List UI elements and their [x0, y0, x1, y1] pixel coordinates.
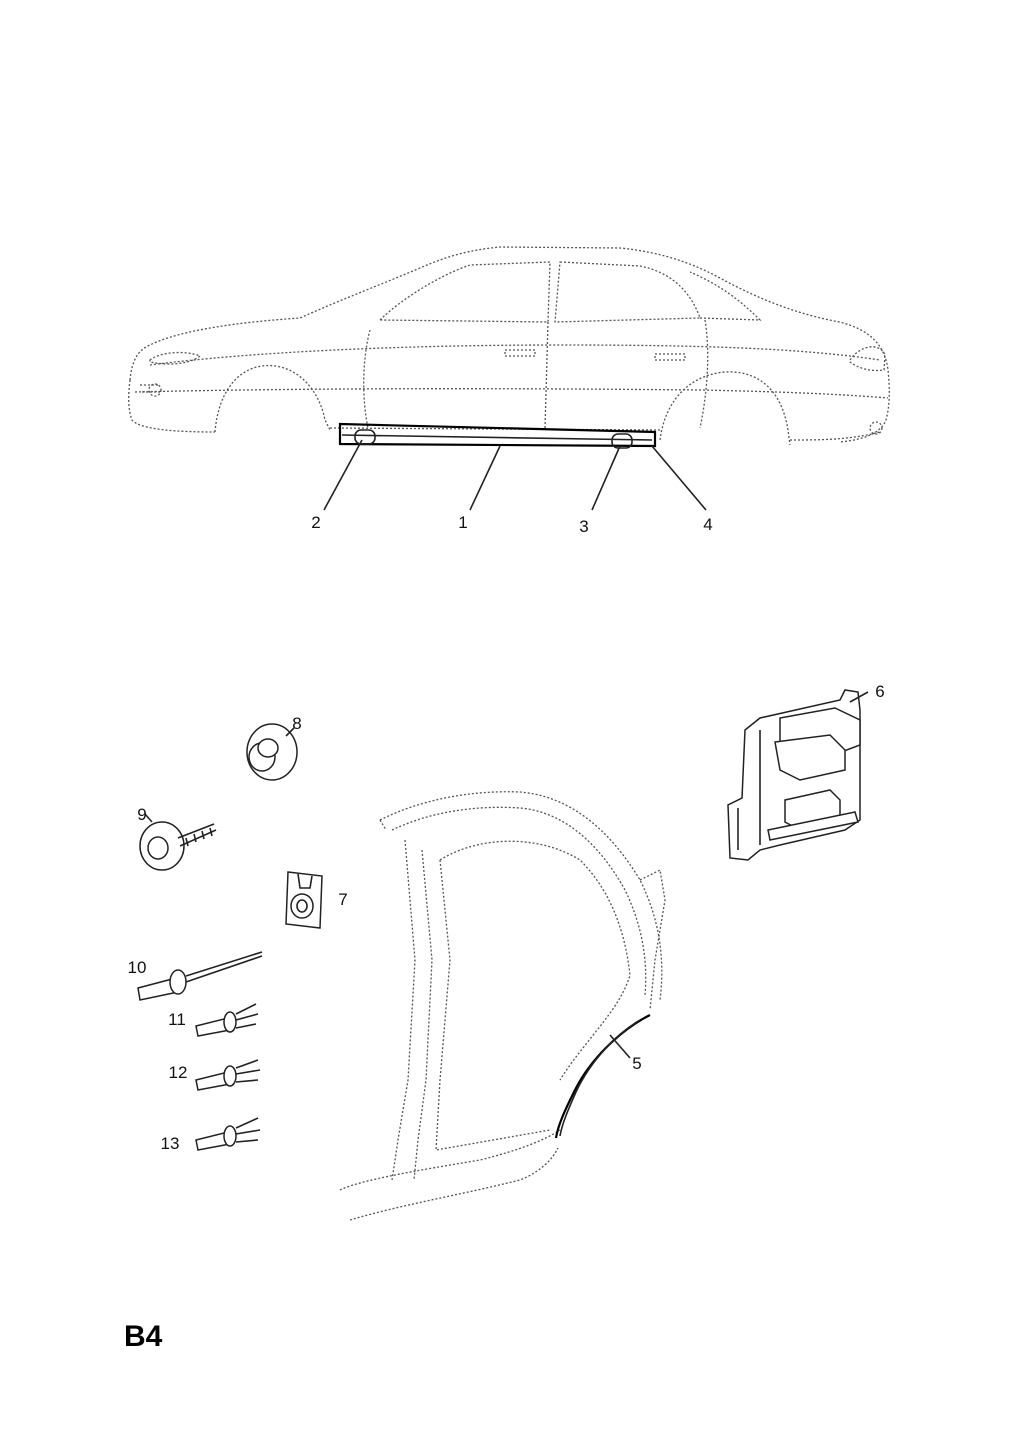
- clip-nut-part: [285, 871, 323, 929]
- page-code: B4: [124, 1320, 163, 1353]
- callout-9: 9: [137, 805, 146, 824]
- callout-12: 12: [169, 1063, 188, 1082]
- callout-8: 8: [292, 714, 301, 733]
- callout-6: 6: [875, 682, 884, 701]
- callout-1: 1: [458, 513, 467, 532]
- car-side-view: [128, 246, 890, 511]
- callout-10: 10: [128, 958, 147, 977]
- body-side-frame: [339, 791, 666, 1221]
- grommet-part: [246, 723, 298, 781]
- clip-part-12: [195, 1059, 261, 1091]
- callout-2: 2: [311, 513, 320, 532]
- callout-13: 13: [161, 1134, 180, 1153]
- callout-7: 7: [338, 890, 347, 909]
- rivet-part: [137, 951, 263, 1001]
- screw-part: [139, 813, 217, 871]
- bracket-part: [727, 689, 869, 861]
- callout-5: 5: [632, 1054, 641, 1073]
- callout-11: 11: [168, 1010, 186, 1029]
- clip-part-11: [195, 1003, 259, 1037]
- clip-part-13: [195, 1117, 261, 1151]
- callout-3: 3: [579, 517, 588, 536]
- callout-4: 4: [703, 515, 712, 534]
